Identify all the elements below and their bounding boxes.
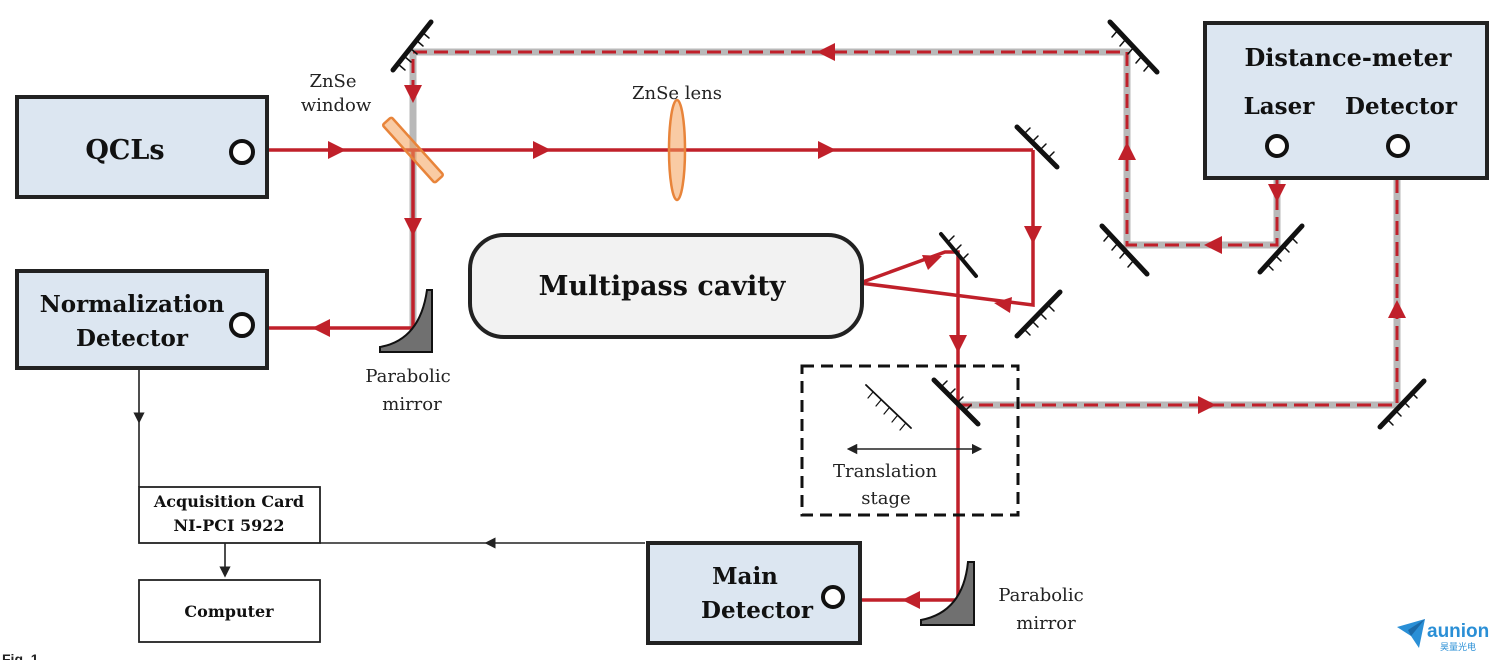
acquisition-card-block: Acquisition Card NI-PCI 5922 [138, 486, 321, 544]
logo-name: aunion [1427, 621, 1489, 642]
mirror-distance-left [1099, 223, 1150, 277]
mirror-translation [931, 377, 981, 427]
acq-label-line1: Acquisition Card [153, 492, 304, 511]
main-detector-block: Main Detector [646, 541, 862, 645]
laser-label: Laser [1244, 93, 1316, 120]
mirror-translation-ghost [865, 384, 912, 431]
distance-meter-title: Distance-meter [1244, 43, 1451, 72]
parabolic-mirror-1-label-2: mirror [382, 394, 442, 415]
znse-window-label-2: window [301, 95, 372, 116]
znse-lens-label: ZnSe lens [632, 83, 722, 104]
parabolic-mirror-2-label-1: Parabolic [998, 585, 1083, 606]
znse-lens [667, 98, 687, 202]
logo-subtext: 昊量光电 [1440, 641, 1476, 653]
flat-mirrors [390, 19, 1427, 431]
mirror-right-2 [1014, 289, 1063, 339]
parabolic-mirror-2-label-2: mirror [1016, 613, 1076, 634]
aunion-logo: aunion 昊量光电 [1397, 619, 1489, 653]
parabolic-mirror-1-label-1: Parabolic [365, 366, 450, 387]
parabolic-mirror-2 [920, 561, 975, 626]
beam-arrowheads [312, 43, 1406, 609]
multipass-cavity-block: Multipass cavity [468, 233, 864, 339]
mirror-bottom-right [1377, 378, 1427, 430]
mirror-top-left [390, 19, 434, 73]
normalization-label-line2: Detector [76, 325, 189, 352]
multipass-label: Multipass cavity [539, 271, 787, 302]
znse-window-label-1: ZnSe [309, 71, 356, 92]
figure-caption: Fig. 1 [2, 651, 39, 660]
acq-label-line2: NI-PCI 5922 [173, 516, 284, 535]
signal-lines [133, 370, 645, 578]
normalization-detector-block: Normalization Detector [15, 269, 269, 370]
parabolic-mirror-1 [379, 289, 433, 353]
mirror-top-right [1107, 19, 1160, 75]
translation-stage-label-1: Translation [833, 461, 937, 482]
translation-stage-box [800, 364, 1020, 517]
qcls-block: QCLs [15, 95, 269, 199]
mirror-cavity-exit [939, 232, 978, 278]
computer-block: Computer [138, 579, 321, 643]
detector-label: Detector [1345, 93, 1458, 120]
qcls-label: QCLs [85, 135, 164, 166]
translation-stage-label-2: stage [861, 488, 910, 509]
main-detector-line2: Detector [701, 597, 814, 624]
computer-label: Computer [184, 602, 274, 621]
annotation-labels: ZnSe window ZnSe lens Parabolic mirror P… [301, 71, 1084, 634]
mirror-right-1 [1014, 124, 1060, 170]
main-detector-line1: Main [712, 563, 778, 590]
distance-meter-block: Distance-meter Laser Detector [1203, 21, 1489, 180]
normalization-label-line1: Normalization [40, 291, 225, 318]
znse-window [382, 116, 444, 184]
mirror-distance-right [1257, 223, 1305, 275]
